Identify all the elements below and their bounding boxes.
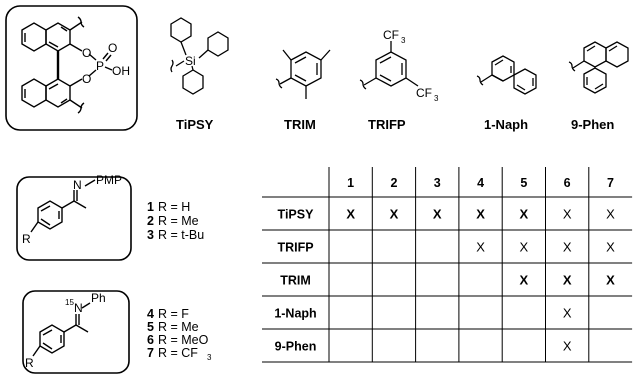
naph-structure <box>476 55 537 95</box>
imine2-atoms: 15 N Ph R <box>25 291 106 370</box>
table-cell: X <box>563 339 572 354</box>
svg-text:CF: CF <box>383 28 399 42</box>
substrate-def: R = H <box>158 200 190 214</box>
label-trim: TRIM <box>284 117 316 132</box>
imine2-box <box>22 290 130 374</box>
svg-text:3: 3 <box>434 94 439 103</box>
table-cell: X <box>606 207 615 222</box>
table-column-header: 5 <box>520 176 527 190</box>
substrate-num: 6 <box>147 333 154 347</box>
table-cell: X <box>346 207 355 222</box>
substrate-def: R = F <box>158 307 189 321</box>
table-cell: X <box>563 207 572 222</box>
tipsy-structure <box>170 17 229 95</box>
table-cell: X <box>563 306 572 321</box>
trim-structure <box>275 49 331 99</box>
substrate-def: R = CF <box>158 346 198 360</box>
table-column-header: 7 <box>607 176 614 190</box>
table-cell: X <box>606 273 615 288</box>
imine1-structure <box>16 176 132 261</box>
table-column-header: 4 <box>477 176 484 190</box>
table-row-label: TiPSY <box>278 208 315 222</box>
substrate-def: R = Me <box>158 214 199 228</box>
table-cell: X <box>563 240 572 255</box>
imine2-structure <box>22 290 130 374</box>
table-column-header: 1 <box>347 176 354 190</box>
substrate-list-2: 4 R = F 5 R = Me 6 R = MeO 7 R = CF 3 <box>147 307 212 362</box>
table-column-header: 3 <box>434 176 441 190</box>
substrate-num: 3 <box>147 228 154 242</box>
table-cell: X <box>390 207 399 222</box>
cpa-box <box>5 5 138 131</box>
table-column-header: 6 <box>564 176 571 190</box>
svg-text:3: 3 <box>401 36 406 45</box>
imine2-r: R <box>25 356 34 370</box>
label-tipsy: TiPSY <box>176 117 214 132</box>
cpa-atoms: O O P O OH <box>82 41 130 86</box>
imine2-ph: Ph <box>91 291 106 305</box>
table-cell: X <box>476 240 485 255</box>
imine1-atoms: N PMP R <box>22 173 122 246</box>
label-9-phen: 9-Phen <box>571 117 614 132</box>
table-row-label: 9-Phen <box>275 340 317 354</box>
table-cell: X <box>520 240 529 255</box>
substrate-num: 7 <box>147 346 154 360</box>
table-row-label: 1-Naph <box>274 307 316 321</box>
imine1-n: N <box>73 178 82 192</box>
substrate-def: R = Me <box>158 320 199 334</box>
substrate-num: 2 <box>147 214 154 228</box>
svg-text:CF: CF <box>416 86 432 100</box>
table-row-label: TRIM <box>280 274 311 288</box>
cpa-o-upper: O <box>82 46 91 60</box>
substrate-num: 4 <box>147 307 154 321</box>
cpa-o-lower: O <box>82 72 91 86</box>
trifp-structure <box>359 41 419 90</box>
substrate-num: 5 <box>147 320 154 334</box>
substrate-def: R = t-Bu <box>158 228 204 242</box>
cpa-o-double: O <box>108 41 117 55</box>
trifp-cf3-top: CF 3 <box>383 28 406 45</box>
imine1-pmp: PMP <box>96 173 122 187</box>
label-trifp: TRIFP <box>368 117 406 132</box>
table-cell: X <box>563 273 572 288</box>
imine1-r: R <box>22 232 31 246</box>
imine1-box <box>16 176 132 261</box>
table-cell: X <box>606 240 615 255</box>
substrate-num: 1 <box>147 200 154 214</box>
cpa-oh: OH <box>112 64 130 78</box>
table-column-header: 2 <box>390 176 397 190</box>
tipsy-si: Si <box>185 54 196 68</box>
imine2-isotope: 15 <box>65 298 74 307</box>
substrate-list-1: 1 R = H 2 R = Me 3 R = t-Bu <box>147 200 204 242</box>
cpa-structure <box>5 5 138 131</box>
substrate-def: R = MeO <box>158 333 209 347</box>
phen-structure <box>568 41 629 94</box>
table-cell: X <box>433 207 442 222</box>
trifp-cf3-right: CF 3 <box>416 86 439 103</box>
table-row-label: TRIFP <box>277 241 313 255</box>
cpa-p: P <box>96 59 104 73</box>
table-cell: X <box>520 273 529 288</box>
substrate-sub: 3 <box>207 353 212 362</box>
imine2-n: N <box>74 301 83 315</box>
table-cell: X <box>520 207 529 222</box>
label-1-naph: 1-Naph <box>484 117 528 132</box>
table-cell: X <box>476 207 485 222</box>
